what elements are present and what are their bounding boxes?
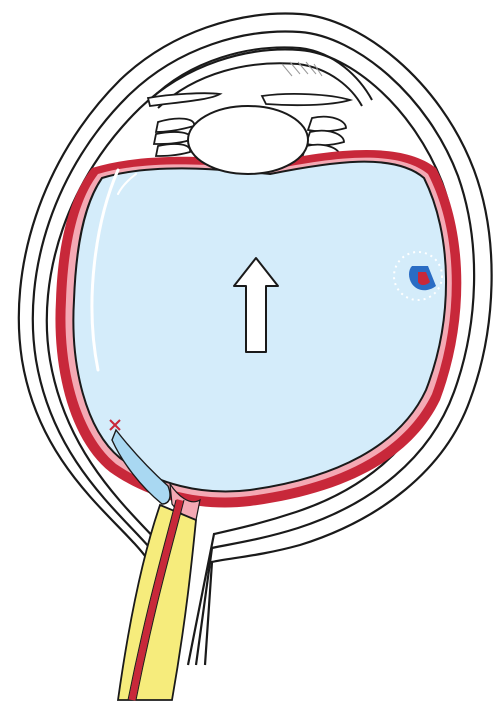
- optic-nerve: [118, 500, 196, 700]
- lens: [188, 106, 308, 174]
